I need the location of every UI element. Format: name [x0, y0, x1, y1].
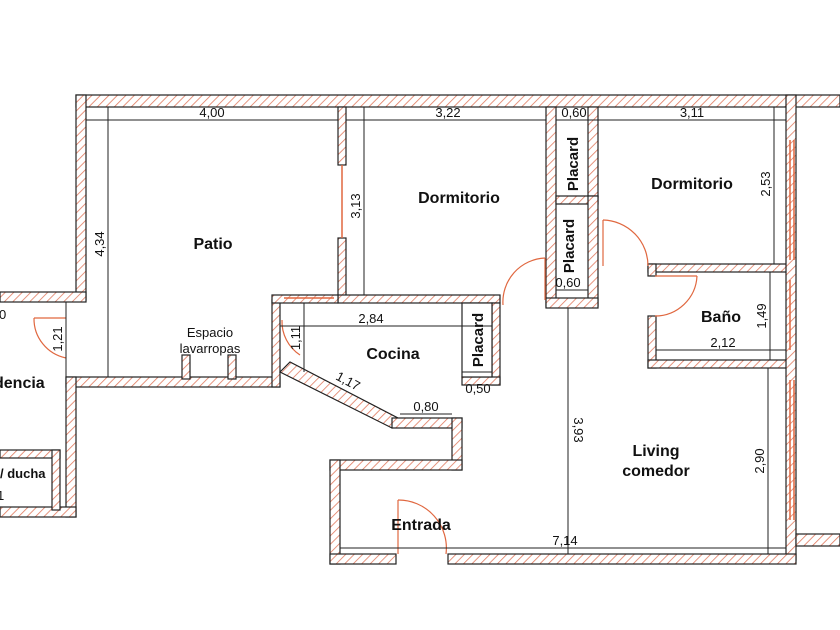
dim-label-dorm2-width: 3,11 — [680, 105, 704, 120]
room-labels: Patio Dormitorio Dormitorio Espacio lava… — [0, 176, 741, 534]
wall-right-bottom-stub — [795, 533, 840, 547]
dim-label-bano-width: 2,12 — [710, 335, 735, 350]
dim-label-left-top: 0 — [0, 307, 6, 322]
wall-dependency-bottom — [0, 506, 77, 518]
room-label-living: Living — [632, 443, 679, 460]
door-dependency-arc — [33, 317, 67, 359]
wall-patio-dorm1-upper — [337, 106, 347, 166]
dim-label-bano-height: 1,49 — [754, 303, 769, 328]
dim-label-cocina-height: 1,11 — [288, 326, 303, 350]
dim-label-living-width: 7,14 — [552, 533, 577, 548]
dim-label-placard-top: 0,60 — [561, 105, 586, 120]
wall-pillar-2 — [227, 354, 237, 380]
wall-cocina-right — [491, 302, 501, 386]
placard-label-cocina: Placard — [470, 313, 487, 367]
wall-bano-left-top — [647, 263, 657, 277]
wall-bottom-right — [447, 553, 797, 565]
room-label-dependencia: dencia — [0, 375, 45, 392]
wall-patio-left-upper — [75, 94, 87, 301]
door-cocina-arc — [281, 319, 301, 356]
dim-label-living-side: 2,90 — [752, 448, 767, 473]
dim-label-patio-width: 4,00 — [199, 105, 224, 120]
wall-patio-dorm1-lower — [337, 237, 347, 303]
dimension-lines — [65, 107, 786, 554]
door-bano-arc — [654, 275, 698, 317]
dimension-labels: 4,00 3,22 0,60 3,11 4,34 3,13 2,53 0,60 … — [0, 105, 773, 548]
room-label-entrada: Entrada — [391, 517, 451, 534]
wall-placard-mid-right — [587, 195, 599, 307]
dim-label-dorm2-height: 2,53 — [758, 171, 773, 196]
wall-bottom-left — [329, 553, 397, 565]
room-label-ducha: / ducha — [0, 466, 46, 481]
wall-ducha-right — [51, 449, 61, 511]
wall-dependency-top — [0, 291, 87, 303]
dim-label-dorm1-height: 3,13 — [348, 193, 363, 218]
room-label-dormitorio-2: Dormitorio — [651, 176, 733, 193]
room-label-patio: Patio — [193, 236, 232, 253]
door-dorm2-arc — [602, 219, 649, 267]
dim-label-cocina-width: 2,84 — [358, 311, 383, 326]
placard-cocina-box — [461, 302, 493, 378]
wall-bano-bottom — [647, 359, 793, 369]
wall-ducha-top — [0, 449, 61, 459]
walls — [0, 94, 840, 565]
dim-label-patio-height: 4,34 — [92, 231, 107, 256]
wall-placard-bottom — [545, 297, 599, 309]
dim-label-left-bottom: 1 — [0, 488, 4, 503]
windows — [284, 140, 795, 520]
dim-label-dorm1-width: 3,22 — [435, 105, 460, 120]
placard-label-top: Placard — [565, 137, 582, 191]
placard-labels: Placard Placard Placard — [470, 137, 582, 367]
door-dorm1-arc — [502, 257, 546, 306]
room-label-lavarropas: lavarropas — [180, 341, 241, 356]
dim-label-living-height: 3,93 — [571, 417, 586, 442]
placard-label-middle: Placard — [561, 219, 578, 273]
room-label-bano: Baño — [701, 309, 741, 326]
wall-patio-right-lower — [271, 299, 281, 388]
dim-label-pasillo: 0,80 — [413, 399, 438, 414]
room-label-cocina: Cocina — [366, 346, 419, 363]
doors — [33, 219, 698, 555]
wall-entrada-top — [329, 459, 463, 471]
wall-dorm1-bottom — [337, 294, 501, 304]
wall-dorm2-bottom — [647, 263, 793, 273]
wall-cocina-top-left — [271, 294, 339, 304]
room-label-comedor: comedor — [622, 463, 690, 480]
door-entrada-arc — [397, 499, 447, 555]
dim-label-placard-cocina: 0,50 — [465, 381, 490, 396]
dim-label-placard-mid: 0,60 — [555, 275, 580, 290]
room-label-espacio: Espacio — [187, 325, 233, 340]
wall-dependency-right — [65, 376, 77, 518]
wall-entrada-left — [329, 459, 341, 565]
room-label-dormitorio-1: Dormitorio — [418, 190, 500, 207]
wall-pillar-1 — [181, 354, 191, 380]
dim-label-dependency: 1,21 — [50, 326, 65, 351]
wall-patio-bottom — [65, 376, 281, 388]
